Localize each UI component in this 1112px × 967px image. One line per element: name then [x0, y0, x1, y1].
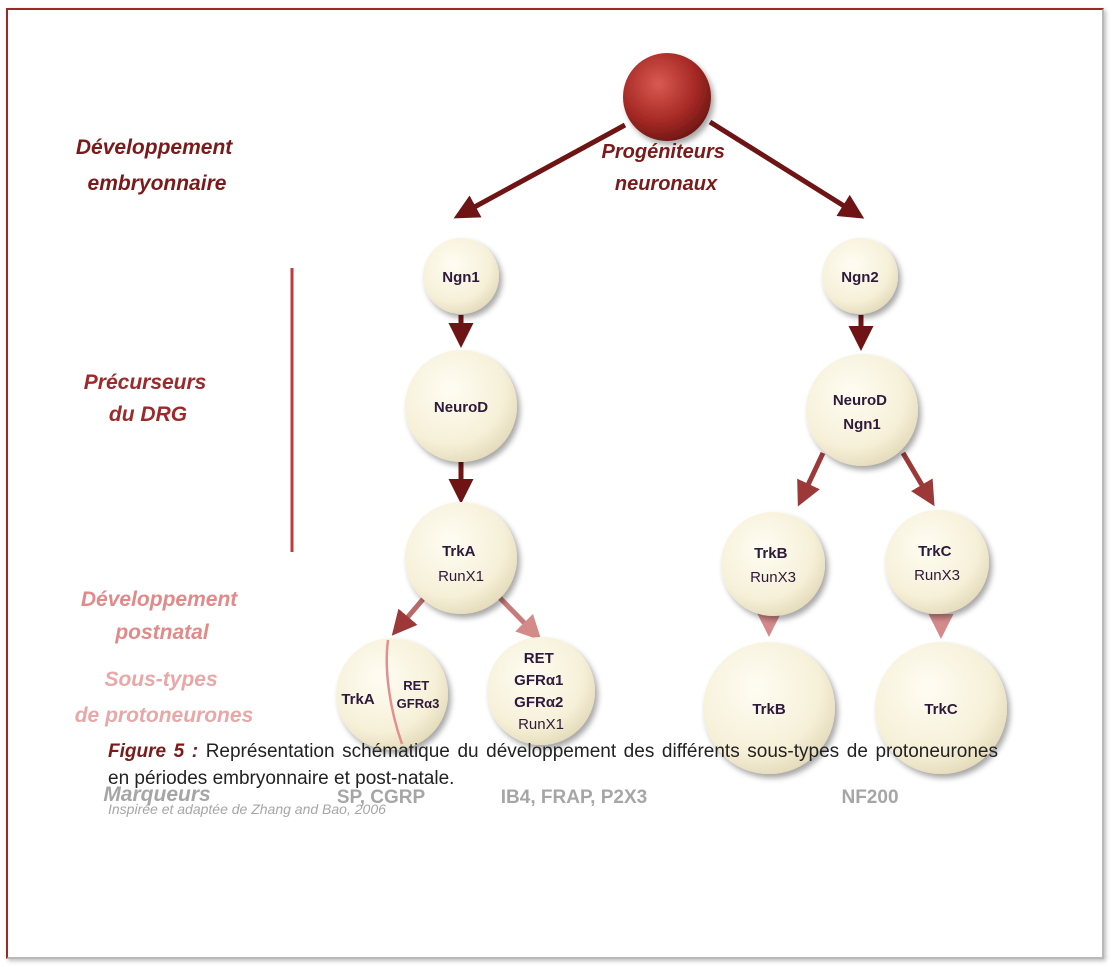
split-subtype-cell	[336, 638, 448, 750]
trkc-label: TrkC RunX3	[914, 543, 960, 584]
trkb-cell	[721, 512, 825, 616]
marker-sp-cgrp: SP, CGRP	[337, 787, 426, 808]
arrow-root-to-ngn2	[708, 119, 865, 219]
ret-cell-label: RET GFRα1 GFRα2 RunX1	[514, 650, 568, 733]
neurod-left-label: NeuroD	[434, 399, 488, 416]
ngn1-cell	[423, 238, 499, 314]
stage-precursors-label: Précurseurs du DRG	[84, 371, 212, 426]
split-right-label: RET GFRα3	[397, 678, 440, 711]
root-label: Progéniteurs neuronaux	[602, 141, 731, 195]
figure-caption-label: Figure 5 :	[108, 741, 199, 762]
trka-cell	[405, 502, 517, 614]
ngn2-label: Ngn2	[841, 269, 879, 286]
arrow-neurod-to-trkc	[900, 451, 935, 507]
stage-subtypes-label: Sous-types de protoneurones	[75, 668, 254, 727]
split-divider-line	[385, 639, 404, 745]
stage-postnatal-label: Développement postnatal	[81, 588, 243, 644]
stage-markers-label: Marqueurs	[103, 783, 210, 806]
root-progenitor-cell	[623, 53, 711, 141]
arrow-neurod-to-trkb	[797, 451, 826, 507]
trkc-final-cell	[875, 642, 1007, 774]
arrow-trka-to-ret	[498, 596, 542, 641]
ngn2-cell	[822, 238, 898, 314]
figure-source: Inspirée et adaptée de Zhang and Bao, 20…	[108, 801, 386, 817]
trkc-cell	[885, 510, 989, 614]
arrow-trka-to-split	[391, 596, 426, 636]
neurod-left-cell	[405, 350, 517, 462]
arrow-root-to-ngn1	[453, 122, 627, 219]
trkc-final-label: TrkC	[924, 701, 958, 718]
figure-caption: Figure 5 : Représentation schématique du…	[108, 738, 998, 792]
neurod-right-label: NeuroD Ngn1	[833, 392, 891, 433]
ngn1-label: Ngn1	[442, 269, 480, 286]
split-left-label: TrkA	[341, 691, 375, 708]
ret-subtype-cell	[487, 637, 595, 745]
trkb-final-cell	[703, 642, 835, 774]
neurod-right-cell	[806, 354, 918, 466]
figure-caption-text: Représentation schématique du développem…	[108, 741, 998, 789]
trkb-final-label: TrkB	[752, 701, 786, 718]
marker-ib4-frap-p2x3: IB4, FRAP, P2X3	[501, 787, 647, 808]
trka-label: TrkA RunX1	[438, 543, 484, 585]
stage-embryonic-label: Développement embryonnaire	[76, 136, 238, 195]
marker-nf200: NF200	[841, 787, 898, 808]
trkb-label: TrkB RunX3	[750, 545, 796, 586]
